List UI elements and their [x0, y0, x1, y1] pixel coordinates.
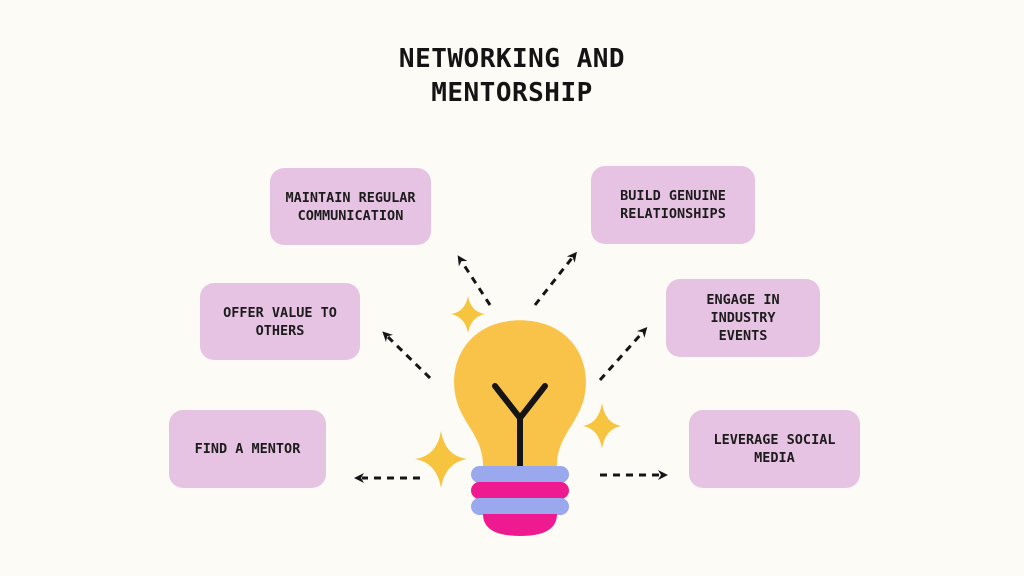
title-line-2: Mentorship: [431, 78, 593, 108]
box-offer-value-to-others: Offer value to others: [200, 283, 360, 360]
box-maintain-regular-communication: Maintain regular communication: [270, 168, 431, 245]
box-label-line-1: Maintain regular: [285, 189, 416, 206]
box-label-line-1: Find a mentor: [194, 441, 301, 457]
bulb-band-pink: [471, 482, 569, 499]
bulb-band-blue-1: [471, 466, 569, 483]
bulb-band-blue-2: [471, 498, 569, 515]
arrow-to-industry-events: [598, 327, 648, 381]
sparkle-icon: [451, 296, 485, 333]
box-build-genuine-relationships: Build genuine relationships: [591, 166, 755, 244]
bulb-glass: [454, 320, 586, 468]
bulb-base: [483, 514, 557, 536]
box-label-line-1: Build genuine: [620, 188, 726, 204]
sparkle-icon: [583, 403, 621, 449]
sparkle-icon: [415, 431, 467, 488]
box-engage-in-industry-events: Engage in industry events: [666, 279, 820, 357]
box-label-line-2: events: [718, 328, 768, 344]
lightbulb-icon: [454, 320, 586, 536]
sparkles: [415, 296, 621, 488]
box-label-line-2: media: [754, 450, 795, 466]
arrows: [354, 251, 668, 483]
box-label-line-1: Offer value to: [223, 304, 337, 321]
box-leverage-social-media: Leverage social media: [689, 410, 860, 488]
box-label-line-2: communication: [297, 207, 404, 224]
box-label-line-1: Leverage social: [713, 432, 836, 448]
arrow-to-maintain-communication: [457, 255, 492, 306]
bulb-filament: [492, 383, 548, 469]
box-label-line-2: relationships: [620, 206, 726, 222]
arrow-to-build-relationships: [533, 251, 577, 306]
arrow-to-offer-value: [382, 331, 432, 380]
box-label-line-2: others: [255, 322, 305, 339]
box-label-line-1: Engage in industry: [706, 292, 780, 326]
title-line-1: Networking and: [398, 44, 626, 74]
box-find-a-mentor: Find a mentor: [169, 410, 326, 488]
page-title: Networking and Mentorship: [312, 42, 712, 110]
